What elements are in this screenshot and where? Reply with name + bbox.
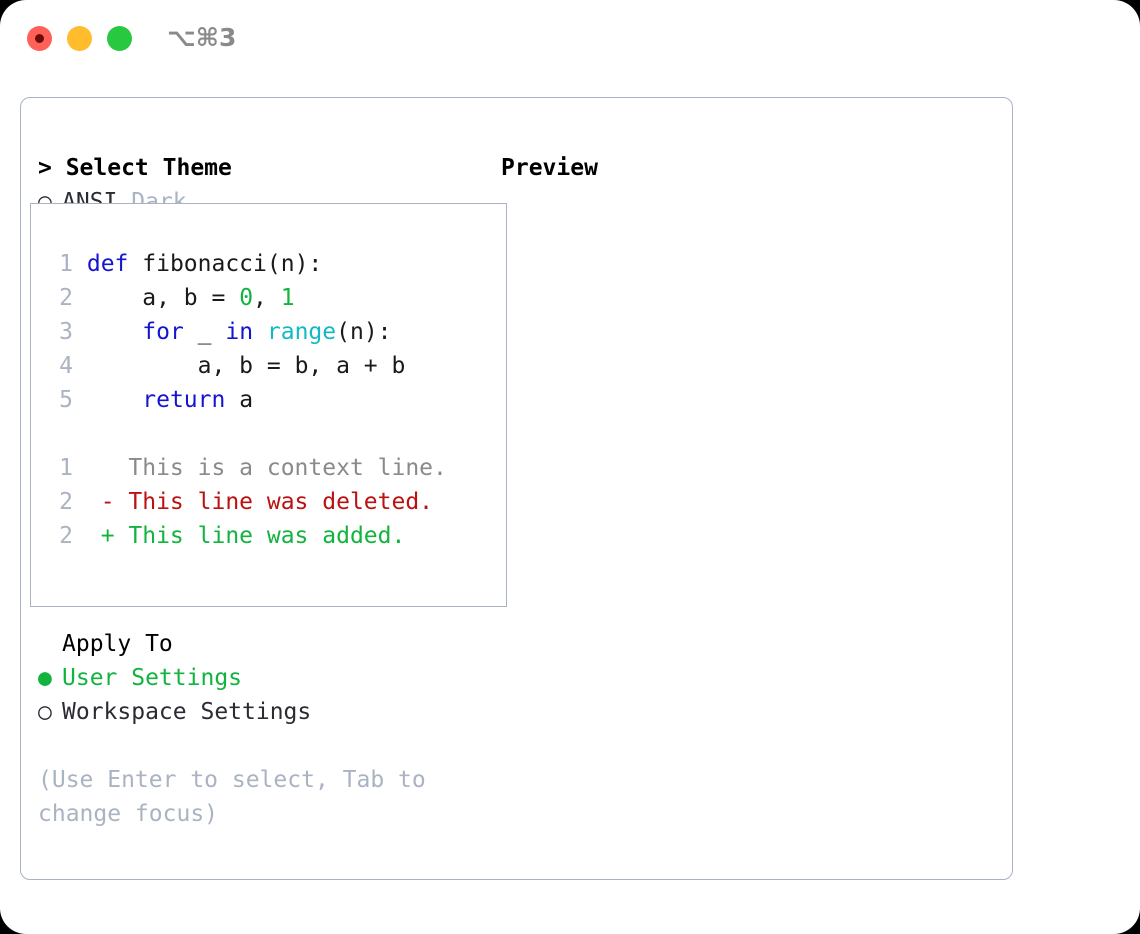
code-line-number: 5 [59, 387, 73, 413]
code-token-id: , [253, 285, 281, 311]
code-token-id: a, b = b, a + b [86, 353, 406, 379]
code-line-number: 1 [59, 251, 73, 277]
diff-line-number: 2 [59, 523, 73, 549]
code-token-num: 1 [280, 285, 295, 311]
code-token-num: 0 [239, 285, 254, 311]
diff-line-del: 2 - This line was deleted. [47, 485, 502, 519]
code-line: 2 a, b = 0, 1 [47, 281, 502, 315]
apply-to-option-user-settings[interactable]: ● User Settings [38, 661, 483, 695]
apply-to-option-workspace-settings[interactable]: ○ Workspace Settings [38, 695, 483, 729]
diff-line-text: This is a context line. [73, 455, 447, 481]
radio-unselected-icon: ○ [38, 699, 52, 725]
code-line-gap [73, 319, 87, 345]
code-line: 3 for _ in range(n): [47, 315, 502, 349]
code-line: 4 a, b = b, a + b [47, 349, 502, 383]
code-line: 1 def fibonacci(n): [47, 247, 502, 281]
radio-selected-icon: ● [38, 665, 52, 691]
code-token-id: fibonacci(n): [142, 251, 323, 277]
code-line-gap [73, 251, 87, 277]
select-theme-header: > Select Theme [38, 155, 232, 181]
apply-to-section: Apply To ● User Settings ○ Workspace Settin… [38, 627, 483, 729]
code-line: 5 return a [47, 383, 502, 417]
code-line-gap [73, 387, 87, 413]
preview-column: Preview [501, 151, 991, 185]
content-panel: > Select Theme ○ANSI Dark○Atom One Dark○… [20, 97, 1013, 880]
diff-line-text: + This line was added. [73, 523, 406, 549]
keyboard-hint-text: (Use Enter to select, Tab to change focu… [38, 767, 440, 827]
code-token-fn: range [266, 319, 337, 345]
code-token-kw: def [86, 251, 143, 277]
apply-to-option-label: Workspace Settings [62, 699, 312, 725]
apply-to-header: Apply To [62, 631, 173, 657]
apply-to-option-label: User Settings [62, 665, 243, 691]
code-diff-spacer [47, 417, 502, 451]
code-line-gap [73, 285, 87, 311]
code-line-number: 2 [59, 285, 73, 311]
code-token-id: a, b = [86, 285, 240, 311]
code-token-kw: return [86, 387, 240, 413]
diff-line-add: 2 + This line was added. [47, 519, 502, 553]
window-titlebar: ⌥⌘3 [0, 0, 1140, 80]
apply-to-option-list: ● User Settings ○ Workspace Settings [38, 661, 483, 729]
code-line-gap [73, 353, 87, 379]
record-indicator-icon [35, 34, 44, 43]
code-token-id: _ [197, 319, 226, 345]
code-token-kw: for [86, 319, 198, 345]
preview-header: Preview [501, 155, 598, 181]
keyboard-shortcut-label: ⌥⌘3 [167, 23, 237, 52]
diff-line-ctx: 1 This is a context line. [47, 451, 502, 485]
code-line-number: 4 [59, 353, 73, 379]
maximize-window-button[interactable] [107, 26, 132, 51]
minimize-window-button[interactable] [67, 26, 92, 51]
diff-line-number: 2 [59, 489, 73, 515]
code-token-kw: in [225, 319, 267, 345]
code-line-number: 3 [59, 319, 73, 345]
diff-line-text: - This line was deleted. [73, 489, 434, 515]
diff-line-number: 1 [59, 455, 73, 481]
code-token-id: a [239, 387, 254, 413]
diff-listing: 1 This is a context line.2 - This line w… [47, 451, 502, 553]
code-token-id: (n): [336, 319, 392, 345]
